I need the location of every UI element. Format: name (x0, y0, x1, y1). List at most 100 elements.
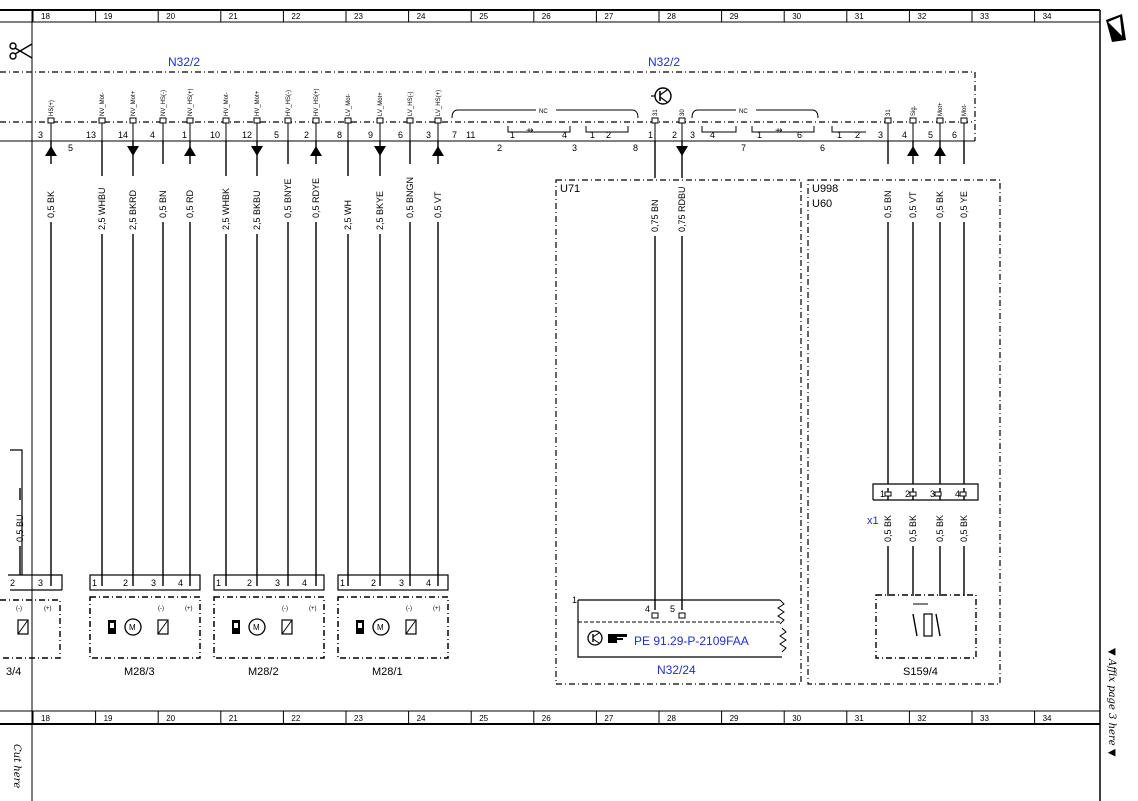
connector-pin-number: 3 (38, 130, 43, 140)
ruler-number-top: 21 (229, 12, 238, 21)
cut-here-text: Cut here (11, 744, 22, 788)
ruler-number-top: 33 (980, 12, 989, 21)
motor-pin-number: 1 (340, 578, 345, 588)
nc-bracket-right: NC (691, 109, 819, 119)
minus-mark: (-) (282, 606, 288, 612)
motor-pin-number: 3 (275, 578, 280, 588)
n32-24-pin-4: 4 (645, 604, 650, 614)
pin-3: 3 (690, 130, 695, 140)
u71-frame (555, 179, 802, 685)
motor-pin-number: 1 (216, 578, 221, 588)
motor-pin-number: 1 (92, 578, 97, 588)
x1-label: x1 (867, 515, 879, 527)
pin-4: 4 (562, 130, 567, 140)
transistor-icon (651, 87, 672, 105)
signal-label: LV_HS(+) (436, 90, 442, 116)
transistor-icon (587, 630, 603, 646)
plus-mark: (+) (309, 606, 317, 612)
connector-pin-number: 3 (878, 130, 883, 140)
nc-label-left: NC (539, 109, 548, 115)
m28-1-label: M28/1 (372, 666, 403, 678)
wire-label: 0,75 RDBU (677, 186, 687, 232)
wire-label: 2,5 WHBU (97, 187, 107, 230)
signal-label: LV_Mot- (346, 94, 352, 116)
signal-label: NV_HS(-) (161, 90, 167, 116)
x1-pin-number: 3 (930, 489, 935, 499)
ruler-number-bottom: 27 (604, 714, 613, 723)
ruler-number-top: 25 (479, 12, 488, 21)
ruler-number-top: 19 (104, 12, 113, 21)
svg-text:M: M (129, 623, 136, 632)
connector-pin-number: 10 (210, 130, 220, 140)
signal-label: Sig. (911, 105, 917, 116)
ruler-number-bottom: 21 (229, 714, 238, 723)
nc-bracket-left: NC (451, 109, 639, 119)
partial-plus-mark: (+) (44, 606, 52, 612)
reference-link[interactable]: PE 91.29-P-2109FAA (634, 634, 749, 648)
m28-2-label: M28/2 (248, 666, 279, 678)
ruler-number-bottom: 30 (792, 714, 801, 723)
x1-pin-number: 4 (955, 489, 960, 499)
svg-text:M: M (253, 623, 260, 632)
connector-pin-number: 4 (150, 130, 155, 140)
pin-2: 2 (606, 130, 611, 140)
signal-label: LV_HS(-) (408, 91, 414, 116)
ruler-number-bottom: 18 (41, 714, 50, 723)
pin-4b: 4 (710, 130, 715, 140)
ruler-number-bottom: 34 (1043, 714, 1052, 723)
motor-pin-number: 2 (123, 578, 128, 588)
pin-1c: 1 (757, 130, 762, 140)
connector-pin-number: 4 (902, 130, 907, 140)
signal-label: HV_Mot+ (255, 90, 261, 116)
wire-label: 0,5 BK (935, 191, 945, 218)
partial-minus-mark: (-) (16, 606, 22, 612)
connector-pin-number: 1 (648, 130, 653, 140)
wire-label: 0,5 BK (935, 515, 945, 542)
ruler-number-bottom: 28 (667, 714, 676, 723)
pin-1b: 1 (590, 130, 595, 140)
ruler-number-top: 30 (792, 12, 801, 21)
n32-24-pin-1: 1 (572, 595, 577, 605)
motor-pin-number: 2 (247, 578, 252, 588)
wire-label: 0,5 BU (15, 514, 25, 542)
hall-sensor-icon (281, 619, 293, 635)
wire-label: 2,5 WHBK (221, 188, 231, 230)
wire-label: 0,5 BK (959, 515, 969, 542)
signal-label: HV_HS(-) (286, 90, 292, 116)
wire-label: 0,5 BNYE (283, 178, 293, 218)
ruler-number-top: 22 (291, 12, 300, 21)
connector-pin-number: 14 (118, 130, 128, 140)
n32-24-component: 1 4 5 PE 91.29-P-2109FAA (572, 595, 787, 658)
m28-3-label: M28/3 (124, 666, 155, 678)
pin-6: 6 (797, 130, 802, 140)
ruler-number-top: 34 (1043, 12, 1052, 21)
pin-7: 7 (452, 130, 457, 140)
connector-row: 7 11 1 4 1 2 3 4 1 6 1 2 ⇸ ⇸ (452, 125, 866, 140)
signal-label: NV_HS(+) (188, 88, 194, 116)
wire-label: 0,5 RDYE (311, 178, 321, 218)
wire-label: 0,5 VT (433, 191, 443, 218)
ruler-number-bottom: 32 (917, 714, 926, 723)
minus-mark: (-) (158, 606, 164, 612)
connector-pin-number: 9 (368, 130, 373, 140)
ruler-number-bottom: 29 (730, 714, 739, 723)
wire-label: 0,5 VT (908, 191, 918, 218)
ruler-number-top: 23 (354, 12, 363, 21)
signal-label: NV_Mot- (100, 92, 106, 116)
hall-sensor-icon (405, 619, 417, 635)
u998-frame (807, 179, 1001, 685)
connector-pin-number: 5 (274, 130, 279, 140)
wire-label: 0,5 YE (959, 191, 969, 218)
pin-11: 11 (466, 130, 475, 140)
pointing-hand-icon (608, 634, 627, 643)
connector-pin-number: 1 (182, 130, 187, 140)
link-glyph-right: ⇸ (775, 125, 783, 135)
signal-label: Mot- (962, 104, 968, 116)
plus-mark: (+) (433, 606, 441, 612)
motor-pin-number: 3 (399, 578, 404, 588)
